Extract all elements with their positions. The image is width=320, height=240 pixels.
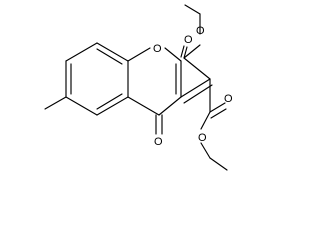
bond: [200, 111, 211, 130]
bond: [127, 96, 160, 116]
bond: [180, 45, 185, 58]
bond: [183, 44, 201, 59]
ring-oxygen-label: O: [153, 43, 162, 55]
bond: [164, 47, 182, 62]
upper-ether-oxygen-label: O: [196, 25, 205, 37]
bond: [127, 47, 151, 62]
ketone-oxygen-label: O: [154, 136, 163, 148]
chemical-structure: O O O O O O: [44, 4, 233, 171]
bond: [210, 108, 227, 119]
bond: [65, 96, 98, 116]
pyranone-ring: [127, 47, 182, 116]
ketone-double-bond: [155, 114, 163, 135]
bond: [65, 42, 98, 62]
bond: [158, 96, 182, 116]
bond: [180, 78, 211, 98]
bond: [183, 57, 211, 80]
upper-carbonyl-oxygen-label: O: [184, 34, 193, 46]
bond: [183, 84, 213, 104]
lower-ether-oxygen-label: O: [198, 132, 207, 144]
bond: [200, 142, 211, 159]
upper-ester-group: [180, 4, 211, 80]
alkylidene-double-bond: [180, 78, 213, 104]
lower-carbonyl-oxygen-label: O: [224, 93, 233, 105]
bond: [183, 46, 188, 59]
benzene-ring: [65, 42, 129, 116]
bond: [209, 102, 226, 113]
methyl-bond: [44, 96, 67, 110]
double-bond-inner: [96, 48, 123, 65]
bond: [209, 157, 228, 171]
double-bond-inner: [96, 93, 123, 110]
lower-ester-group: [200, 78, 228, 171]
bond: [96, 96, 129, 116]
bond: [184, 4, 201, 15]
bond: [96, 42, 129, 62]
